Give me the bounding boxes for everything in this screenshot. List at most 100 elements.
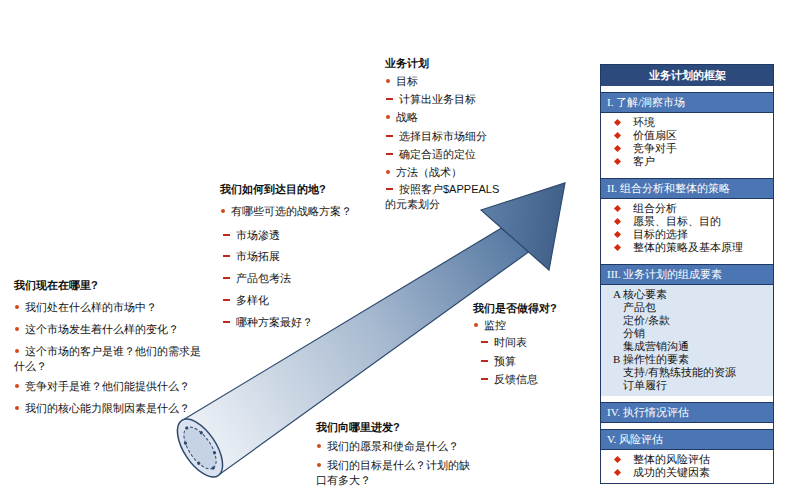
section-item: 环境	[601, 116, 773, 129]
question-item: 产品包考法	[222, 271, 291, 286]
label-text: 哪种方案最好？	[236, 316, 313, 328]
label-text: 方法（战术）	[396, 166, 462, 178]
item-text: 竞争对手	[633, 142, 677, 154]
arrow-shaft	[182, 228, 529, 476]
label-text: 选择目标市场细分	[399, 130, 487, 142]
section-item: 集成营销沟通	[601, 340, 773, 353]
section-item: 产品包	[601, 301, 773, 314]
item-text: A 核心要素	[613, 288, 667, 300]
question-item: 按照客户$APPEALS的元素划分	[385, 182, 509, 212]
question-item: 战略	[385, 110, 418, 125]
framework-section: III. 业务计划的组成要素A 核心要素产品包定价/条款分销集成营销沟通B 操作…	[601, 264, 773, 396]
section-item: 目标的选择	[601, 228, 773, 241]
question-item: 监控	[473, 318, 506, 333]
label-text: 市场拓展	[236, 250, 280, 262]
label-text: 我们的愿景和使命是什么？	[327, 440, 459, 452]
item-text: 环境	[633, 116, 655, 128]
question-item: 竞争对手是谁？他们能提供什么？	[14, 379, 190, 394]
item-text: 集成营销沟通	[623, 340, 689, 352]
label-text: 确定合适的定位	[399, 148, 476, 160]
bullet-dot	[15, 384, 19, 388]
diamond-bullet	[614, 119, 621, 126]
label-text: 有哪些可选的战略方案？	[231, 205, 352, 217]
dash-mark	[481, 360, 488, 362]
section-body: 环境价值扇区竞争对手客户	[601, 113, 773, 172]
diamond-bullet	[614, 244, 621, 251]
item-text: B 操作性的要素	[613, 353, 689, 365]
section-item: 分销	[601, 327, 773, 340]
tube-end	[168, 412, 231, 485]
section-band: V. 风险评估	[601, 429, 773, 450]
question-item: 预算	[480, 354, 516, 369]
question-item: 我们的目标是什么？计划的缺口有多大？	[316, 458, 474, 488]
label-text: 监控	[484, 319, 506, 331]
item-text: 订单履行	[623, 379, 667, 391]
section-heading: 业务计划	[385, 56, 429, 71]
label-text: 预算	[494, 355, 516, 367]
section-band: IV. 执行情况评估	[601, 402, 773, 423]
section-item: 组合分析	[601, 202, 773, 215]
dash-mark	[223, 277, 230, 279]
item-text: 客户	[633, 155, 655, 167]
framework-section: II. 组合分析和整体的策略组合分析愿景、目标、目的目标的选择整体的策略及基本原…	[601, 178, 773, 258]
arrow-head	[481, 183, 565, 270]
label-text: 这个市场的客户是谁？他们的需求是什么？	[14, 345, 201, 372]
diamond-bullet	[614, 218, 621, 225]
label-text: 多样化	[236, 294, 269, 306]
framework-section: I. 了解/洞察市场环境价值扇区竞争对手客户	[601, 92, 773, 172]
panel-title: 业务计划的框架	[601, 65, 773, 86]
diamond-bullet	[614, 231, 621, 238]
item-text: 组合分析	[633, 202, 677, 214]
label-text: 我们的目标是什么？计划的缺口有多大？	[316, 459, 470, 486]
item-text: 成功的关键因素	[633, 466, 710, 478]
section-item: 支持/有熟练技能的资源	[601, 366, 773, 379]
question-item: 反馈信息	[480, 372, 538, 387]
question-item: 多样化	[222, 293, 269, 308]
dash-mark	[386, 153, 393, 155]
item-text: 愿景、目标、目的	[633, 215, 721, 227]
framework-section: IV. 执行情况评估	[601, 402, 773, 423]
dash-mark	[223, 321, 230, 323]
question-item: 时间表	[480, 335, 527, 350]
question-item: 哪种方案最好？	[222, 315, 313, 330]
diamond-bullet	[614, 469, 621, 476]
bullet-dot	[386, 115, 390, 119]
dash-mark	[223, 255, 230, 257]
label-text: 我们如何到达目的地?	[220, 183, 326, 195]
label-text: 我们的核心能力限制因素是什么？	[25, 402, 190, 414]
section-band: II. 组合分析和整体的策略	[601, 178, 773, 199]
question-item: 市场渗透	[222, 228, 280, 243]
question-item: 选择目标市场细分	[385, 129, 487, 144]
question-item: 有哪些可选的战略方案？	[220, 204, 352, 219]
diamond-bullet	[614, 145, 621, 152]
question-item: 这个市场的客户是谁？他们的需求是什么？	[14, 344, 206, 374]
dash-mark	[386, 188, 393, 190]
bullet-dot	[15, 305, 19, 309]
question-item: 这个市场发生着什么样的变化？	[14, 322, 179, 337]
label-text: 我们现在在哪里?	[14, 279, 98, 291]
question-item: 我们的核心能力限制因素是什么？	[14, 401, 190, 416]
section-heading: 我们现在在哪里?	[14, 278, 98, 293]
label-text: 业务计划	[385, 57, 429, 69]
label-text: 战略	[396, 111, 418, 123]
label-text: 反馈信息	[494, 373, 538, 385]
dash-mark	[223, 234, 230, 236]
section-band: III. 业务计划的组成要素	[601, 264, 773, 285]
dash-mark	[481, 341, 488, 343]
section-item: 愿景、目标、目的	[601, 215, 773, 228]
item-text: 支持/有熟练技能的资源	[623, 366, 736, 378]
question-item: 我们处在什么样的市场中？	[14, 300, 157, 315]
bullet-dot	[317, 444, 321, 448]
section-body: 组合分析愿景、目标、目的目标的选择整体的策略及基本原理	[601, 199, 773, 258]
dash-mark	[386, 98, 393, 100]
bullet-dot	[221, 209, 225, 213]
section-item: A 核心要素	[601, 288, 773, 301]
label-text: 按照客户$APPEALS的元素划分	[385, 183, 499, 210]
section-body: A 核心要素产品包定价/条款分销集成营销沟通B 操作性的要素支持/有熟练技能的资…	[601, 285, 773, 396]
section-heading: 我们向哪里进发?	[316, 420, 400, 435]
section-item: 成功的关键因素	[601, 466, 773, 479]
label-text: 我们向哪里进发?	[316, 421, 400, 433]
item-text: 整体的策略及基本原理	[633, 241, 743, 253]
dash-mark	[481, 378, 488, 380]
